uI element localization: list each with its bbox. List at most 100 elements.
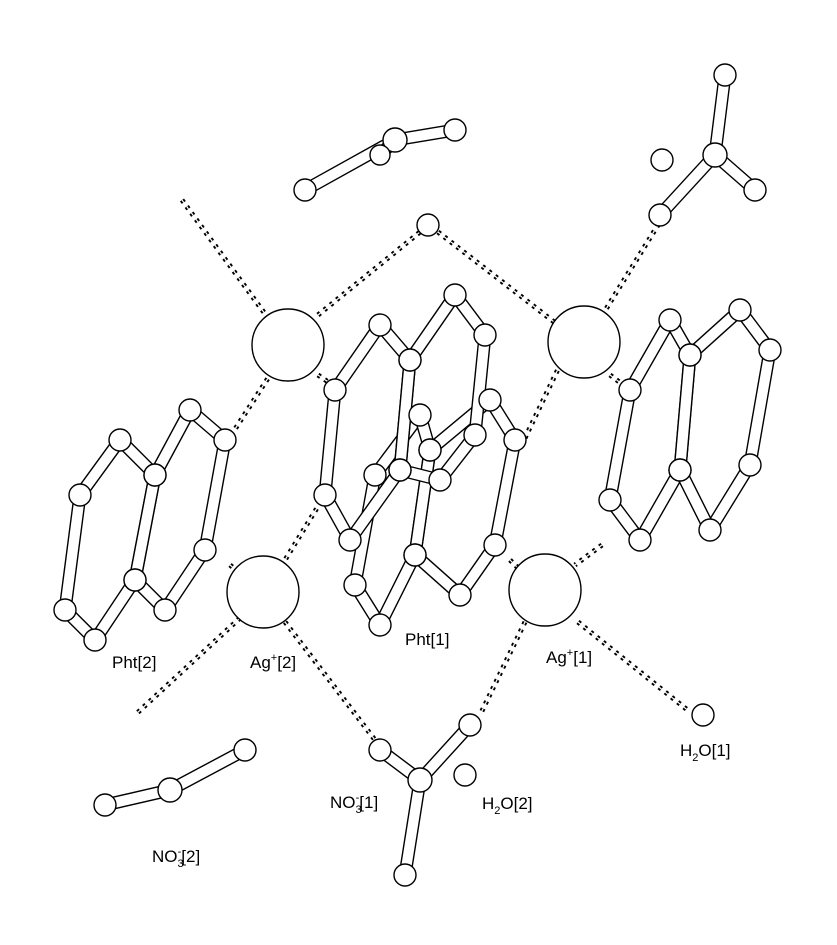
label-h2o1-b: O[1] [698, 741, 730, 760]
label-h2o1-sub: 2 [692, 752, 698, 764]
pht-right-atom [728, 298, 752, 322]
pht1-atom [503, 428, 527, 452]
label-ag2-sup: + [271, 652, 277, 664]
silver-ion-ag1 [508, 553, 582, 627]
pht2-atom [193, 538, 217, 562]
nitrate-atom [233, 738, 257, 762]
label-no3-2-b: [2] [181, 847, 200, 866]
label-h2o2-a: H [482, 794, 494, 813]
label-ag1-base: Ag [546, 648, 567, 667]
label-no3-1-b: [1] [359, 793, 378, 812]
nitrate-atom [648, 203, 672, 227]
label-h2o2-sub: 2 [494, 805, 500, 817]
nitrate-atom [93, 793, 117, 817]
bond-core [199, 434, 231, 556]
bond-core [344, 464, 406, 546]
nitrate-atom [157, 777, 183, 803]
pht-right-atom [598, 488, 622, 512]
nitrate-atom [458, 713, 482, 737]
bond-core [89, 574, 141, 646]
nitrate-atom [407, 767, 433, 793]
hydrogen-bond-gap [577, 621, 691, 713]
water-atom [650, 148, 674, 172]
hydrogen-bond-gap [524, 364, 561, 439]
nitrate-atom [368, 738, 392, 762]
label-h2o2-b: O[2] [500, 794, 532, 813]
bond-core [709, 69, 731, 161]
label-ag2-idx: [2] [277, 653, 296, 672]
nitrate-atom [443, 118, 467, 142]
water-atom [691, 703, 715, 727]
silver-ion-upper-right [547, 305, 621, 379]
label-ag1-idx: [1] [573, 648, 592, 667]
pht1-atom [363, 463, 387, 487]
bond-core [329, 319, 386, 396]
pht1-atom [343, 573, 367, 597]
pht-upper-atom [313, 483, 337, 507]
pht-upper-atom [323, 378, 347, 402]
pht-right-atom [738, 453, 762, 477]
label-pht2: Pht[2] [112, 653, 156, 672]
pht2-atom [68, 483, 92, 507]
hydrogen-bond-gap [437, 231, 559, 326]
pht2-atom [123, 568, 147, 592]
bond-layer [58, 68, 777, 882]
bond-core [704, 459, 756, 536]
pht-right-atom [618, 378, 642, 402]
hydrogen-bond-gap [317, 231, 421, 316]
silver-ion-upper-left [251, 308, 325, 382]
label-no3-1-sup: - [356, 792, 360, 804]
pht-right-atom [698, 518, 722, 542]
hydrogen-bond-gap [597, 224, 659, 323]
bond-core [59, 489, 86, 616]
atom-layer [53, 63, 782, 887]
nitrate-atom [743, 178, 767, 202]
pht-upper-atom [428, 468, 452, 492]
nitrate-atom [713, 63, 737, 87]
pht2-atom [108, 428, 132, 452]
pht1-atom [448, 583, 472, 607]
bond-core [674, 349, 696, 476]
nitrate-atom [369, 144, 391, 166]
hydrogen-bond-gap [181, 199, 269, 319]
pht1-atom [408, 403, 432, 427]
bond-core [374, 549, 421, 631]
bond-core [404, 289, 461, 366]
water-atom [416, 213, 440, 237]
label-ag1: Ag+[1] [546, 647, 592, 667]
pht1-atom [483, 533, 507, 557]
label-no3-2-sub: 3 [178, 858, 184, 870]
pht2-atom [83, 628, 107, 652]
label-no3-2: NO3-[2] [152, 846, 200, 870]
pht-right-atom [668, 458, 692, 482]
pht2-atom [53, 598, 77, 622]
pht1-atom [368, 613, 392, 637]
bond-core [409, 444, 436, 561]
pht1-atom [478, 388, 502, 412]
pht2-atom [213, 428, 237, 452]
pht-right-atom [628, 528, 652, 552]
hydrogen-bond-gap [574, 544, 603, 566]
pht1-atom [418, 438, 442, 462]
label-h2o1-a: H [680, 741, 692, 760]
label-ag2: Ag+[2] [250, 652, 296, 672]
label-ag1-sup: + [567, 647, 573, 659]
pht-upper-atom [473, 323, 497, 347]
label-pht1: Pht[1] [405, 630, 449, 649]
nitrate-atom [702, 142, 728, 168]
pht2-atom [178, 398, 202, 422]
bond-core [399, 774, 426, 881]
bond-core [164, 744, 251, 796]
pht-upper-atom [398, 348, 422, 372]
pht-upper-atom [443, 283, 467, 307]
bond-core [624, 314, 676, 396]
pht-right-atom [758, 338, 782, 362]
pht-right-atom [658, 308, 682, 332]
hydrogen-bond-gap [479, 621, 526, 716]
bond-core [149, 404, 196, 481]
pht1-atom [403, 543, 427, 567]
hydrogen-bond [477, 620, 528, 717]
bond-core [319, 384, 341, 501]
bond-core [604, 384, 636, 506]
